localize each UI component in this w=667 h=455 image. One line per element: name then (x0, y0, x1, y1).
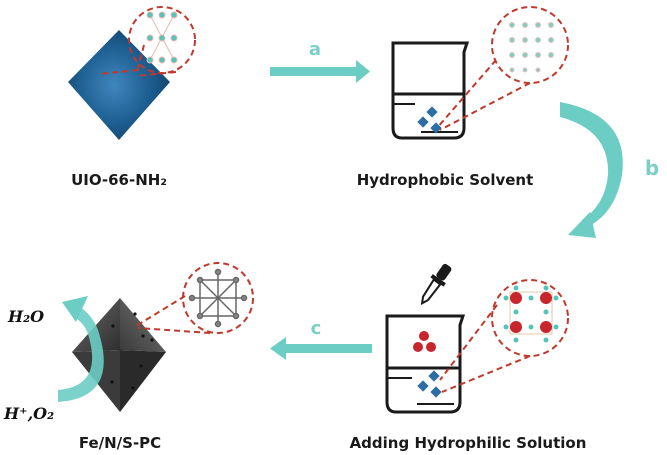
lattice-icon (509, 22, 554, 73)
dropper-icon (420, 263, 452, 306)
stage-label-hydrophilic: Adding Hydrophilic Solution (350, 434, 587, 452)
mof-particles-icon (417, 370, 442, 398)
beaker-icon (385, 314, 466, 414)
mof-crystal-icon (68, 30, 170, 140)
step-label-c: c (311, 318, 322, 339)
zoom-callout (135, 262, 254, 334)
stage-label-uio: UIO-66-NH₂ (71, 171, 167, 189)
product-h2o-label: H₂O (7, 307, 44, 326)
hydrophilic-solution-stage: Adding Hydrophilic Solution (350, 263, 587, 452)
step-label-b: b (645, 156, 659, 180)
mof-particles-icon (417, 106, 442, 134)
step-label-a: a (309, 39, 321, 60)
lattice-icon (188, 268, 248, 328)
step-a-arrow: a (270, 39, 370, 83)
stage-label-product: Fe/N/S-PC (79, 434, 161, 452)
zoom-callout (439, 279, 569, 393)
hydrophobic-solvent-stage: Hydrophobic Solvent (357, 6, 569, 189)
beaker-icon (391, 41, 470, 140)
lattice-icon (146, 11, 178, 64)
zoom-callout (436, 6, 569, 131)
fe-n-s-pc-stage: H₂O H⁺,O₂ Fe/N/S-PC (3, 262, 254, 452)
fe-droplets-icon (413, 331, 436, 352)
uio-66-nh2-stage: UIO-66-NH₂ (68, 6, 196, 189)
lattice-icon (503, 285, 559, 343)
reactants-label: H⁺,O₂ (3, 404, 54, 423)
orr-arrow-icon (58, 296, 104, 402)
step-b-arrow: b (560, 102, 659, 238)
step-c-arrow: c (270, 318, 372, 360)
stage-label-hydrophobic: Hydrophobic Solvent (357, 171, 534, 189)
zoom-callout (97, 6, 196, 77)
